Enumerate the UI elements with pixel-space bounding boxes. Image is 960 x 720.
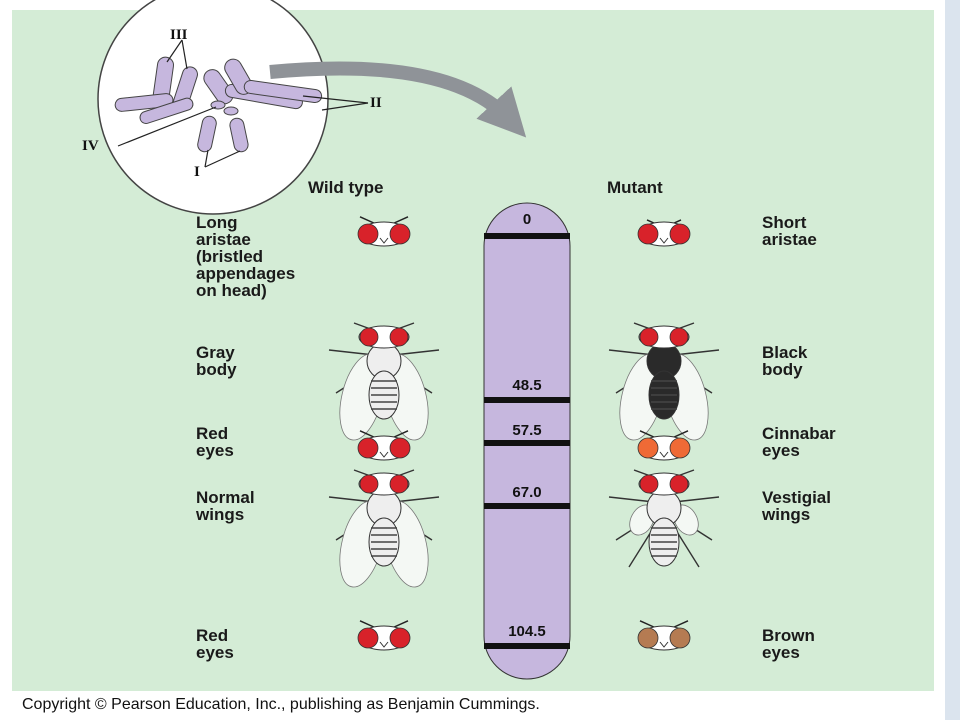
fly-black-body <box>608 322 720 441</box>
wild-trait-aristae: Long aristae (bristled appendages on hea… <box>196 213 296 300</box>
fly-normal-wings <box>328 469 440 588</box>
fly-head-red-eyes <box>357 430 411 461</box>
wild-type-header: Wild type <box>308 178 384 197</box>
fly-head-red-eyes-2 <box>357 620 411 651</box>
chromosome-label-iii: III <box>170 27 188 43</box>
fly-head-cinnabar-eyes <box>637 430 691 461</box>
mutant-trait-eyes-brown: Brown eyes <box>762 626 815 662</box>
wild-trait-eyes: Red eyes <box>196 424 234 460</box>
fly-head-brown-eyes <box>637 620 691 651</box>
fly-gray-body <box>328 322 440 441</box>
linkage-map-chromosome <box>483 202 571 680</box>
locus-label: 48.5 <box>512 377 542 394</box>
mutant-trait-eyes: Cinnabar eyes <box>762 424 836 460</box>
fly-head-short-aristae <box>637 219 691 247</box>
locus-label: 104.5 <box>508 623 546 640</box>
chromosome-set-circle <box>97 0 369 215</box>
chromosome-label-iv: IV <box>82 138 99 154</box>
fly-vestigial-wings <box>608 469 720 568</box>
wild-trait-eyes-brown-locus: Red eyes <box>196 626 234 662</box>
mutant-header: Mutant <box>607 178 663 197</box>
wild-trait-wings: Normal wings <box>196 488 255 524</box>
wild-trait-body: Gray body <box>196 343 237 379</box>
right-edge-strip <box>945 0 960 720</box>
chromosome-label-ii: II <box>370 95 382 111</box>
fly-head-long-aristae <box>357 216 411 247</box>
zoom-arrow <box>269 61 527 138</box>
copyright-notice: Copyright © Pearson Education, Inc., pub… <box>22 696 540 713</box>
mutant-trait-wings: Vestigial wings <box>762 488 831 524</box>
chromosome-label-i: I <box>194 164 200 180</box>
locus-label: 67.0 <box>512 484 542 501</box>
mutant-trait-aristae: Short aristae <box>762 213 817 249</box>
locus-label: 0 <box>522 211 532 228</box>
mutant-trait-body: Black body <box>762 343 808 379</box>
locus-label: 57.5 <box>512 422 542 439</box>
